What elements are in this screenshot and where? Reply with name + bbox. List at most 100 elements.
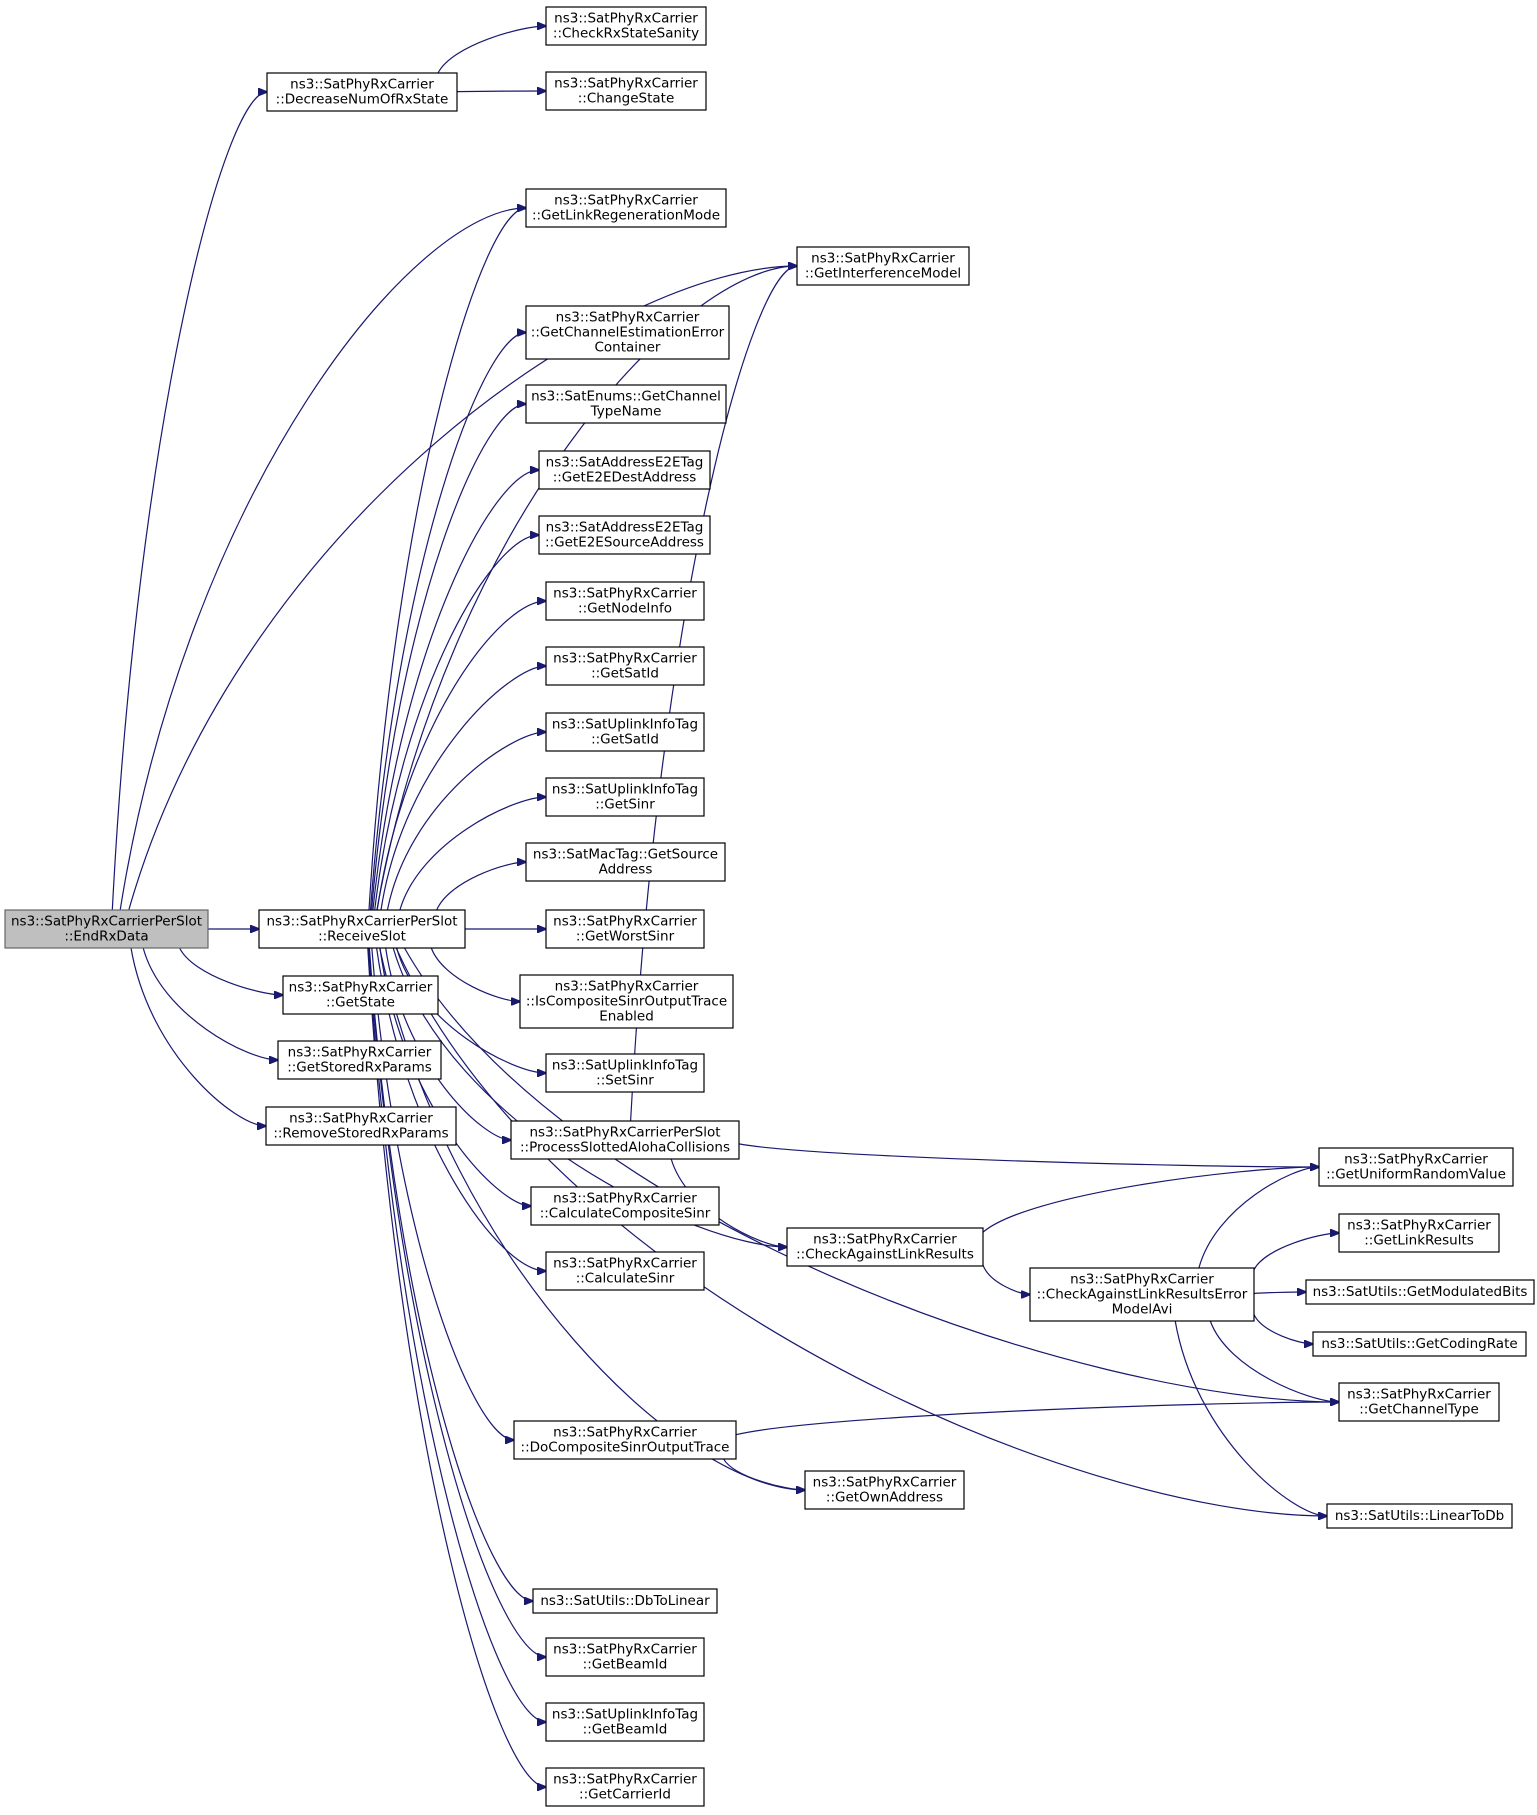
node-checklinkavi[interactable]: ns3::SatPhyRxCarrier::CheckAgainstLinkRe… [1029,1267,1255,1322]
node-box[interactable] [510,1120,740,1160]
node-getsinr[interactable]: ns3::SatUplinkInfoTag::GetSinr [545,777,705,817]
node-getworst[interactable]: ns3::SatPhyRxCarrier::GetWorstSinr [545,909,705,949]
node-changestate[interactable]: ns3::SatPhyRxCarrier::ChangeState [545,71,707,111]
node-box[interactable] [513,1420,737,1460]
node-label-line: ModelAvi [1112,1302,1173,1318]
node-getuniform[interactable]: ns3::SatPhyRxCarrier::GetUniformRandomVa… [1318,1147,1514,1187]
node-endrx[interactable]: ns3::SatPhyRxCarrierPerSlot::EndRxData [4,909,209,949]
node-box[interactable] [532,1588,718,1614]
node-label-line: ::GetSatId [591,666,659,682]
node-box[interactable] [266,72,458,112]
node-box[interactable] [545,1053,705,1093]
node-setsinr[interactable]: ns3::SatUplinkInfoTag::SetSinr [545,1053,705,1093]
node-box[interactable] [265,1106,457,1146]
node-box[interactable] [545,712,705,752]
node-label-line: ::GetBeamId [583,1657,668,1673]
node-removestored[interactable]: ns3::SatPhyRxCarrier::RemoveStoredRxPara… [265,1106,457,1146]
node-box[interactable] [545,1637,705,1677]
node-getcodingrate[interactable]: ns3::SatUtils::GetCodingRate [1312,1331,1527,1357]
node-box[interactable] [277,1040,442,1080]
edge-checklinkavi-to-getlinkresults [1253,1233,1339,1270]
node-label-line: ::CalculateSinr [576,1271,675,1287]
node-calccomposite[interactable]: ns3::SatPhyRxCarrier::CalculateComposite… [530,1186,720,1226]
node-getlinkregen[interactable]: ns3::SatPhyRxCarrier::GetLinkRegeneratio… [525,188,727,228]
node-box[interactable] [545,71,707,111]
node-getchanest[interactable]: ns3::SatPhyRxCarrier::GetChannelEstimati… [525,305,730,360]
node-box[interactable] [1338,1382,1500,1422]
node-getcarrierid[interactable]: ns3::SatPhyRxCarrier::GetCarrierId [545,1767,705,1807]
node-box[interactable] [545,581,705,621]
node-label-line: TypeName [590,404,662,420]
node-box[interactable] [545,1251,705,1291]
node-box[interactable] [525,188,727,228]
edge-docomposite-to-getchanneltype [735,1402,1339,1436]
node-box[interactable] [525,842,726,882]
node-getstate[interactable]: ns3::SatPhyRxCarrier::GetState [282,975,439,1015]
node-box[interactable] [525,305,730,360]
node-getownaddr[interactable]: ns3::SatPhyRxCarrier::GetOwnAddress [804,1470,965,1510]
node-box[interactable] [258,909,466,949]
node-box[interactable] [545,1767,705,1807]
node-box[interactable] [1338,1213,1500,1253]
edge-receiveslot-to-lineartodb [395,947,1327,1516]
node-box[interactable] [1305,1279,1535,1305]
node-box[interactable] [545,646,705,686]
node-getbeamid1[interactable]: ns3::SatPhyRxCarrier::GetBeamId [545,1637,705,1677]
node-box[interactable] [282,975,439,1015]
edge-receiveslot-to-getsatid2 [386,732,546,911]
node-getstored[interactable]: ns3::SatPhyRxCarrier::GetStoredRxParams [277,1040,442,1080]
node-calcsinr[interactable]: ns3::SatPhyRxCarrier::CalculateSinr [545,1251,705,1291]
node-box[interactable] [525,384,727,424]
node-box[interactable] [538,515,711,555]
edge-checklinkavi-to-lineartodb [1174,1320,1327,1516]
node-dbtolinear[interactable]: ns3::SatUtils::DbToLinear [532,1588,718,1614]
node-box[interactable] [1312,1331,1527,1357]
node-label-line: ::ChangeState [578,91,675,107]
node-label-line: ::GetState [326,995,395,1011]
node-gete2edest[interactable]: ns3::SatAddressE2ETag::GetE2EDestAddress [538,450,711,490]
node-box[interactable] [4,909,209,949]
node-box[interactable] [538,450,711,490]
node-box[interactable] [519,974,734,1029]
node-getmodbits[interactable]: ns3::SatUtils::GetModulatedBits [1305,1279,1535,1305]
node-checkrx[interactable]: ns3::SatPhyRxCarrier::CheckRxStateSanity [545,6,707,46]
node-getchanneltype[interactable]: ns3::SatPhyRxCarrier::GetChannelType [1338,1382,1500,1422]
node-iscomposite[interactable]: ns3::SatPhyRxCarrier::IsCompositeSinrOut… [519,974,734,1029]
node-processaloha[interactable]: ns3::SatPhyRxCarrierPerSlot::ProcessSlot… [510,1120,740,1160]
node-box[interactable] [530,1186,720,1226]
node-box[interactable] [796,246,970,286]
node-lineartodb[interactable]: ns3::SatUtils::LinearToDb [1326,1503,1513,1529]
node-label-line: ns3::SatPhyRxCarrier [553,1642,697,1658]
node-box[interactable] [545,909,705,949]
node-label-line: ns3::SatPhyRxCarrier [288,1045,432,1061]
node-box[interactable] [786,1227,984,1267]
node-label-line: ::EndRxData [64,929,148,945]
node-label-line: ns3::SatPhyRxCarrier [289,1111,433,1127]
node-label-line: ::GetE2EDestAddress [553,470,697,486]
node-box[interactable] [545,1702,705,1742]
node-docomposite[interactable]: ns3::SatPhyRxCarrier::DoCompositeSinrOut… [513,1420,737,1460]
edge-processaloha-to-checklink [670,1158,787,1247]
node-gete2esrc[interactable]: ns3::SatAddressE2ETag::GetE2ESourceAddre… [538,515,711,555]
node-receiveslot[interactable]: ns3::SatPhyRxCarrierPerSlot::ReceiveSlot [258,909,466,949]
node-getsatid1[interactable]: ns3::SatPhyRxCarrier::GetSatId [545,646,705,686]
node-box[interactable] [545,777,705,817]
node-getnodeinfo[interactable]: ns3::SatPhyRxCarrier::GetNodeInfo [545,581,705,621]
edge-checklinkavi-to-getmodbits [1253,1292,1306,1294]
node-box[interactable] [1326,1503,1513,1529]
edge-receiveslot-to-getsatid1 [380,666,546,911]
node-box[interactable] [1318,1147,1514,1187]
node-box[interactable] [804,1470,965,1510]
node-getinterf[interactable]: ns3::SatPhyRxCarrier::GetInterferenceMod… [796,246,970,286]
node-checklink[interactable]: ns3::SatPhyRxCarrier::CheckAgainstLinkRe… [786,1227,984,1267]
node-box[interactable] [545,6,707,46]
node-label-line: ns3::SatPhyRxCarrier [290,77,434,93]
node-getsatid2[interactable]: ns3::SatUplinkInfoTag::GetSatId [545,712,705,752]
node-label-line: ::GetChannelEstimationError [531,325,725,341]
node-getlinkresults[interactable]: ns3::SatPhyRxCarrier::GetLinkResults [1338,1213,1500,1253]
node-getbeamid2[interactable]: ns3::SatUplinkInfoTag::GetBeamId [545,1702,705,1742]
node-decrease[interactable]: ns3::SatPhyRxCarrier::DecreaseNumOfRxSta… [266,72,458,112]
node-box[interactable] [1029,1267,1255,1322]
